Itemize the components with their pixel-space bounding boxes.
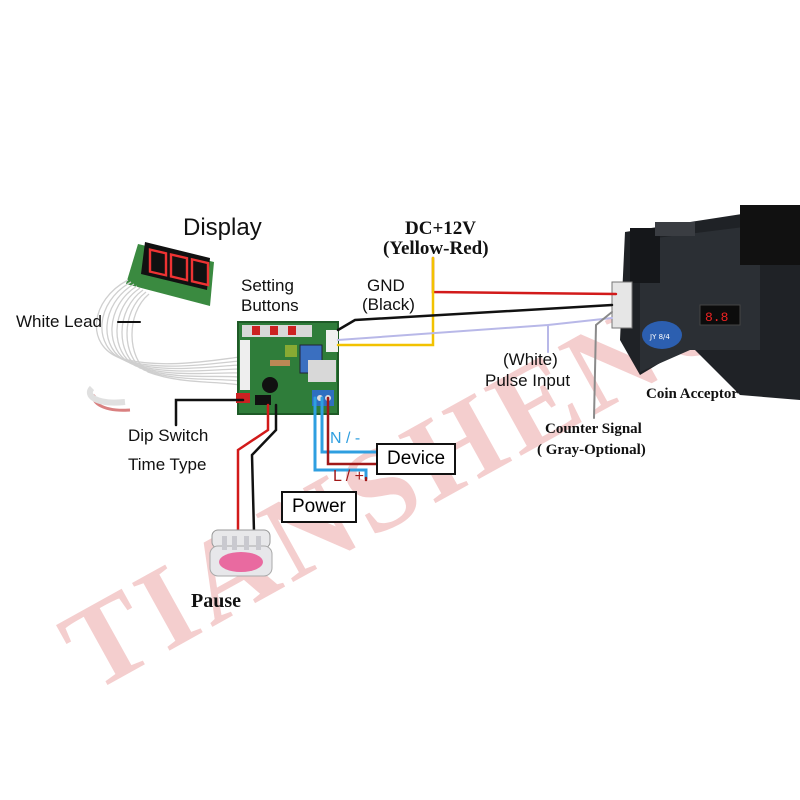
white-lead-label: White Lead [16,312,102,331]
power-box: Power [281,491,357,523]
white-lead-ribbon-cable [86,279,241,412]
coin-acceptor-label: Coin Acceptor [646,386,739,402]
gnd-label-line2: (Black) [362,295,415,314]
white-pulse-label-line2: Pulse Input [485,371,571,390]
control-board [236,321,339,415]
wires [117,256,618,534]
setting-buttons-label-line2: Buttons [241,296,299,315]
display-module [126,242,214,306]
white-pulse-label-line1: (White) [503,350,558,369]
dc12v-label-line2: (Yellow-Red) [383,238,489,259]
counter-signal-label-line2: ( Gray-Optional) [537,442,646,458]
l-plus-label: L / + [333,468,364,485]
device-box: Device [376,443,457,475]
coin-acceptor-label-sticker [642,321,682,349]
dc12v-label-line1: DC+12V [405,218,476,239]
setting-buttons-label-line1: Setting [241,276,294,295]
pause-label: Pause [191,590,241,612]
svg-text:8.8: 8.8 [705,310,728,325]
counter-signal-label-line1: Counter Signal [545,421,642,437]
gnd-label-line1: GND [367,276,405,295]
svg-text:JY 8/4: JY 8/4 [649,333,670,341]
display-label: Display [183,214,262,241]
n-minus-label: N / - [330,430,361,447]
pause-button-graphic [209,529,273,577]
time-type-label: Time Type [128,455,207,474]
dip-switch-label: Dip Switch [128,426,209,445]
coin-acceptor-device: 8.8 JY 8/4 [611,205,800,400]
